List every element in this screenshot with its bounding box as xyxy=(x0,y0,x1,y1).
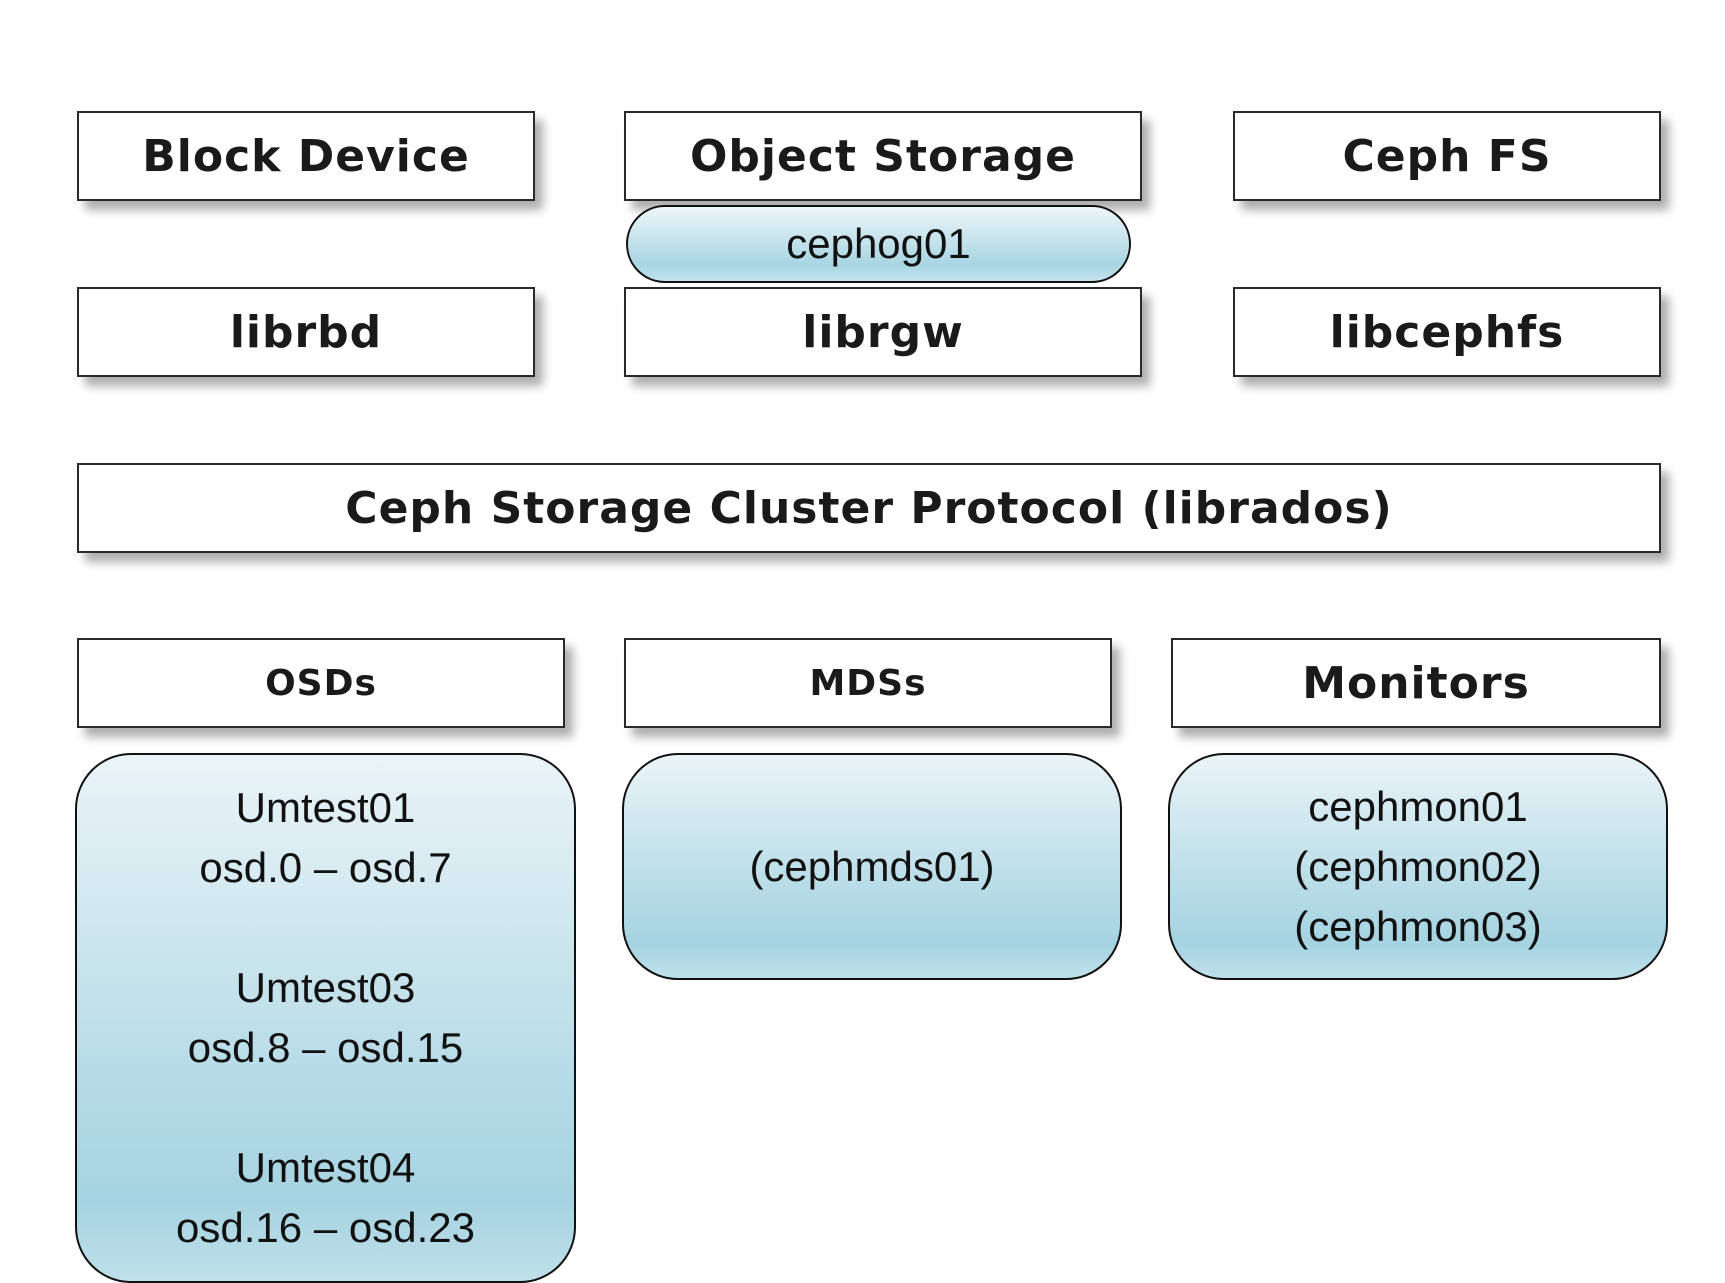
osd-host-name: Umtest04 xyxy=(235,1144,416,1191)
block-device-box: Block Device xyxy=(77,111,535,201)
mdss-box: MDSs xyxy=(624,638,1112,728)
ceph-fs-box: Ceph FS xyxy=(1233,111,1661,201)
osd-range: osd.0 – osd.7 xyxy=(199,844,452,891)
osd-range: osd.16 – osd.23 xyxy=(176,1204,475,1251)
librados-protocol-box: Ceph Storage Cluster Protocol (librados) xyxy=(77,463,1661,553)
monitors-box: Monitors xyxy=(1171,638,1661,728)
osds-label: OSDs xyxy=(265,662,377,704)
block-device-label: Block Device xyxy=(142,130,470,182)
librbd-label: librbd xyxy=(229,306,383,358)
librados-protocol-label: Ceph Storage Cluster Protocol (librados) xyxy=(345,482,1393,534)
monitor-host-name: (cephmon02) xyxy=(1294,842,1542,890)
librgw-box: librgw xyxy=(624,287,1142,377)
gateway-host-label: cephog01 xyxy=(786,220,971,267)
osd-host-name: Umtest03 xyxy=(235,964,416,1011)
object-storage-label: Object Storage xyxy=(690,130,1076,182)
libcephfs-box: libcephfs xyxy=(1233,287,1661,377)
osds-box: OSDs xyxy=(77,638,565,728)
osd-hosts-node: Umtest01 osd.0 – osd.7 Umtest03 osd.8 – … xyxy=(75,753,576,1283)
monitors-label: Monitors xyxy=(1302,657,1530,709)
librbd-box: librbd xyxy=(77,287,535,377)
monitor-host-name: (cephmon03) xyxy=(1294,902,1542,950)
osd-host-name: Umtest01 xyxy=(235,784,416,831)
libcephfs-label: libcephfs xyxy=(1329,306,1565,358)
librgw-label: librgw xyxy=(802,306,964,358)
mds-hosts-node: (cephmds01) xyxy=(622,753,1122,980)
gateway-host-pill: cephog01 xyxy=(626,205,1131,283)
object-storage-box: Object Storage xyxy=(624,111,1142,201)
mds-host-name: (cephmds01) xyxy=(749,842,995,890)
osd-range: osd.8 – osd.15 xyxy=(187,1024,464,1071)
monitor-host-name: cephmon01 xyxy=(1308,782,1528,830)
monitor-hosts-node: cephmon01 (cephmon02) (cephmon03) xyxy=(1168,753,1668,980)
ceph-fs-label: Ceph FS xyxy=(1342,130,1552,182)
mdss-label: MDSs xyxy=(809,662,927,704)
